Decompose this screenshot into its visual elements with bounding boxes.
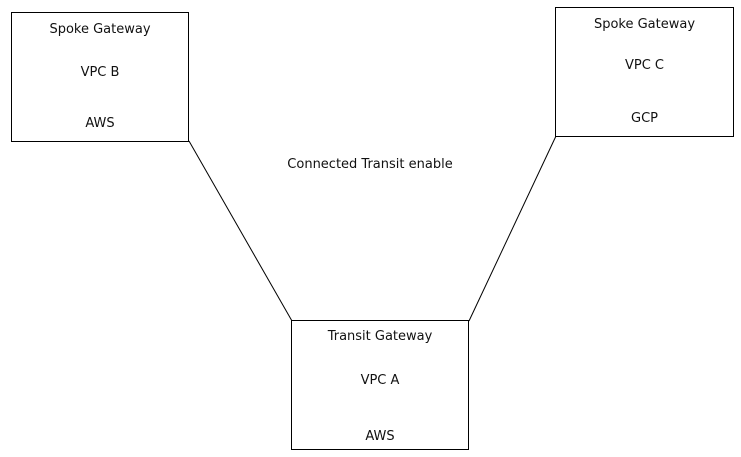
edge-vpc-c-to-vpc-a <box>468 135 557 322</box>
node-role-label: Spoke Gateway <box>49 22 151 37</box>
node-vpc-label: VPC C <box>624 58 665 73</box>
node-cloud-label: AWS <box>365 429 395 444</box>
edge-vpc-b-to-vpc-a <box>188 140 293 322</box>
node-role-label: Spoke Gateway <box>593 17 696 32</box>
node-vpc-label: VPC A <box>360 373 400 388</box>
spoke-gateway-vpc-c-box: Spoke Gateway VPC C GCP <box>555 7 734 137</box>
node-cloud-label: AWS <box>85 116 115 131</box>
spoke-gateway-vpc-b-box: Spoke Gateway VPC B AWS <box>11 12 189 142</box>
node-role-label: Transit Gateway <box>327 329 433 344</box>
transit-gateway-vpc-a-box: Transit Gateway VPC A AWS <box>291 320 469 450</box>
node-vpc-label: VPC B <box>80 65 120 80</box>
connected-transit-label: Connected Transit enable <box>287 157 453 172</box>
node-cloud-label: GCP <box>631 111 658 126</box>
